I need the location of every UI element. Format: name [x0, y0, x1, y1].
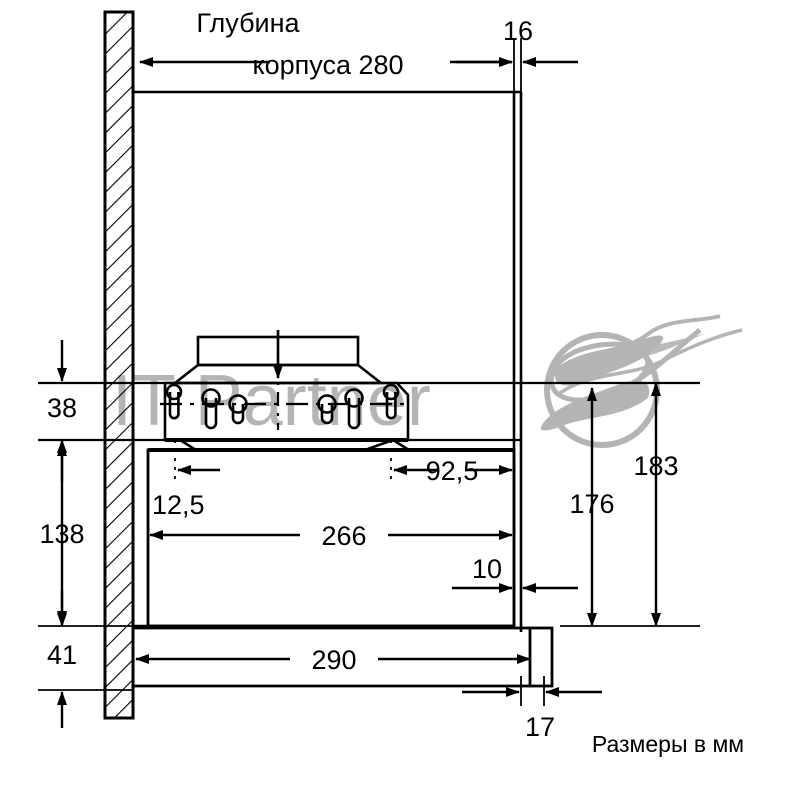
dim-290: 290	[135, 645, 531, 675]
cabinet-depth-label-line2: корпуса 280	[252, 50, 403, 80]
dim-266: 266	[149, 521, 513, 551]
keyhole-slot	[165, 383, 183, 420]
keyhole-slot	[201, 388, 221, 430]
dim-183-label: 183	[633, 451, 678, 481]
units-caption: Размеры в мм	[592, 731, 744, 757]
dim-17-label: 17	[525, 712, 555, 742]
front-panel-edge	[514, 626, 554, 688]
lower-structure-lines	[133, 626, 514, 688]
dim-10: 10	[452, 554, 578, 593]
swirl-logo-icon	[540, 314, 743, 448]
keyhole-slot	[344, 388, 364, 430]
dim-12-5: 12,5	[152, 465, 220, 520]
dim-10-label: 10	[472, 554, 502, 584]
dim-92-5-label: 92,5	[426, 456, 479, 486]
cabinet-depth-label-line1: Глубина	[196, 8, 300, 38]
dim-12-5-label: 12,5	[152, 490, 205, 520]
dim-cabinet-depth: Глубина корпуса 280	[139, 8, 513, 80]
dim-38-label: 38	[47, 393, 77, 423]
dim-41: 41	[47, 590, 77, 728]
dim-16-label: 16	[503, 16, 533, 46]
dim-138-label: 138	[39, 519, 84, 549]
dim-266-label: 266	[321, 521, 366, 551]
keyhole-slot	[382, 383, 400, 420]
dim-41-label: 41	[47, 640, 77, 670]
dim-290-label: 290	[311, 645, 356, 675]
dim-176-label: 176	[569, 489, 614, 519]
wall-section	[103, 10, 135, 720]
dim-176: 176	[569, 387, 615, 627]
dim-183: 183	[633, 382, 679, 627]
dim-panel-thickness-16: 16	[456, 16, 578, 67]
extension-lines	[38, 38, 700, 706]
watermark-text: IT Partner	[112, 361, 431, 441]
dim-17: 17	[462, 687, 602, 742]
dim-92-5: 92,5	[393, 456, 513, 486]
